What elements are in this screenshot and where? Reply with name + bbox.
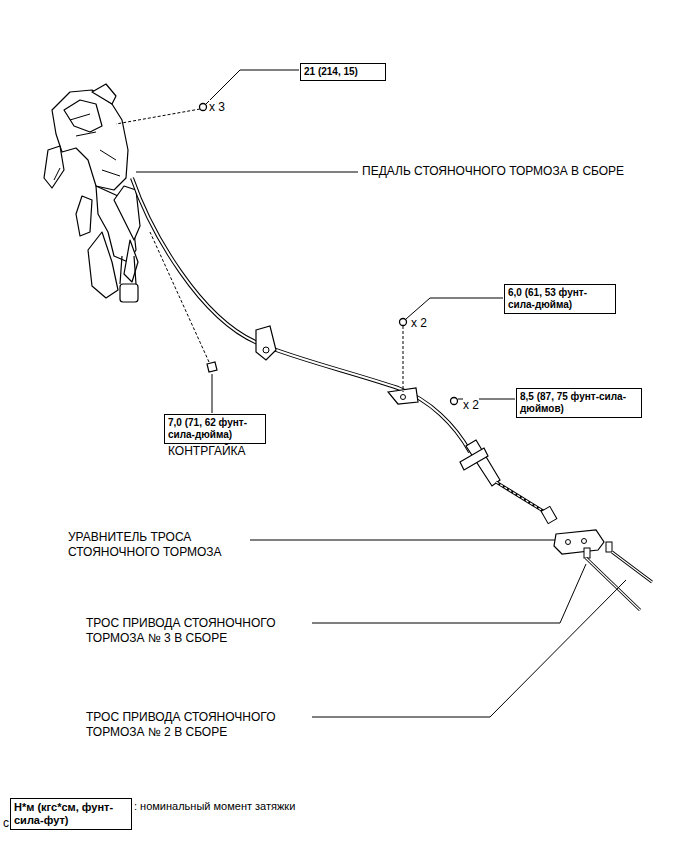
torque-value: Н*м (кгс*см, фунт-сила-фут) <box>14 801 128 827</box>
part-label: КОНТРГАЙКА <box>168 444 246 459</box>
torque-box: 7,0 (71, 62 фунт-сила-дюйма) <box>164 414 266 444</box>
torque-value: 21 (214, 15) <box>304 66 382 78</box>
part-label: x 2 <box>463 398 479 413</box>
torque-value: 7,0 (71, 62 фунт-сила-дюйма) <box>168 417 262 441</box>
part-label: x 2 <box>411 316 427 331</box>
part-label: ПЕДАЛЬ СТОЯНОЧНОГО ТОРМОЗА В СБОРЕ <box>362 164 624 179</box>
part-label: ТРОС ПРИВОДА СТОЯНОЧНОГО ТОРМОЗА № 2 В С… <box>86 710 306 740</box>
part-label: x 3 <box>209 100 225 115</box>
torque-value: 8,5 (87, 75 фунт-сила-дюймов) <box>520 391 638 415</box>
torque-box: 6,0 (61, 53 фунт-сила-дюйма) <box>504 284 616 314</box>
torque-value: 6,0 (61, 53 фунт-сила-дюйма) <box>508 287 612 311</box>
part-label: c <box>3 816 9 831</box>
part-label: УРАВНИТЕЛЬ ТРОСА СТОЯНОЧНОГО ТОРМОЗА <box>68 530 243 560</box>
legend-unit-box: Н*м (кгс*см, фунт-сила-фут) <box>10 798 132 830</box>
torque-box: 21 (214, 15) <box>300 63 386 81</box>
part-label: ТРОС ПРИВОДА СТОЯНОЧНОГО ТОРМОЗА № 3 В С… <box>86 616 306 646</box>
part-label: : номинальный момент затяжки <box>134 799 295 814</box>
torque-box: 8,5 (87, 75 фунт-сила-дюймов) <box>516 388 642 418</box>
